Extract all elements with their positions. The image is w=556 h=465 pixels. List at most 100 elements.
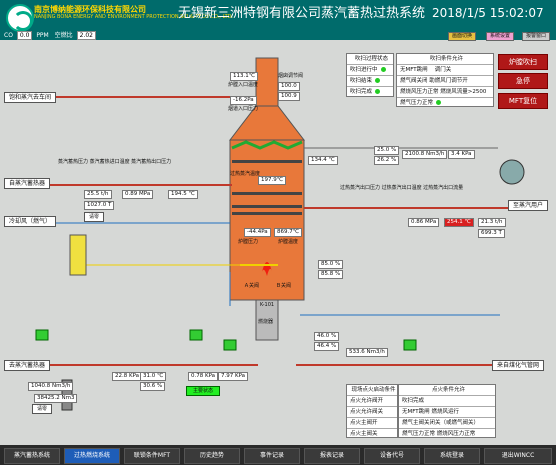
system-settings-button[interactable]: 系统设置 xyxy=(486,32,515,41)
nav-superheat-combustion[interactable]: 过热燃烧系统 xyxy=(64,448,120,464)
gas-pressure-3: 7.97 KPa xyxy=(218,372,249,381)
tower-temp1-value: 113.1 xyxy=(233,73,249,79)
gas-pressure-2-unit: KPa xyxy=(205,373,216,379)
company-name-cn: 南京博纳能源环保科技有限公司 xyxy=(34,5,146,14)
flue-temp: 134.4 ℃ xyxy=(308,156,338,165)
screen-switch-button[interactable]: 画面切换 xyxy=(448,32,477,41)
purge-button[interactable]: 炉膛吹扫 xyxy=(498,54,548,70)
label-sat-steam: 自蒸汽蓄热器 xyxy=(4,178,51,189)
fan-icon xyxy=(499,159,525,185)
burner-b-label: Ｂ关阀 xyxy=(276,283,292,289)
permit-text-2: 调门关 xyxy=(434,67,452,73)
fan-damper-2: 85.8 % xyxy=(318,270,344,279)
ignition-start-row: 点火允许阀开 xyxy=(347,395,397,406)
emergency-stop-button[interactable]: 急停 xyxy=(498,73,548,89)
pressure-1-value: 0.89 xyxy=(125,191,138,197)
permit-text: 无MFT跳闸 xyxy=(400,67,428,73)
tower-temp2-unit: Pa xyxy=(247,97,254,103)
flow-1: 25.5 t/h xyxy=(84,190,112,199)
gas-temp-1-value: 31.0 xyxy=(143,373,156,379)
purge-status-title: 吹扫过程状态 xyxy=(354,56,388,62)
damper-1-value: 25.0 xyxy=(377,147,390,153)
flow-1-value: 25.5 xyxy=(87,191,100,197)
ign-text: 燃气主阀关闭关（或燃气阀关） xyxy=(402,420,480,426)
chimney-valve-label: 烟囱调节阀 xyxy=(278,73,304,79)
air-damper-2-unit: % xyxy=(331,343,337,349)
reset-button-1[interactable]: 请零 xyxy=(84,212,105,222)
company-name-en: NANJING BONA ENERGY AND ENVIRONMENT PROT… xyxy=(34,14,234,20)
purge-permit-row: 燃气压力正常 xyxy=(397,97,493,108)
purge-permit-row: 燃气阀关闭 助燃风门调节开 xyxy=(397,75,493,86)
temp-1: 194.5 ℃ xyxy=(168,190,198,199)
permit-text-2: 助燃风门调节开 xyxy=(429,78,468,84)
superheat-temp-unit: ℃ xyxy=(276,177,283,183)
status-led-icon xyxy=(375,89,381,94)
fan-damper-1: 85.0 % xyxy=(318,260,344,269)
k101-label: 燃烧器 xyxy=(258,319,274,325)
ignition-start-title: 现场点火启动条件 xyxy=(351,387,396,393)
water-tank xyxy=(69,234,87,276)
coil-top xyxy=(231,140,303,150)
label-superheat: 去蒸汽蓄热器 xyxy=(4,360,51,371)
gas-pressure: 3.4 KPa xyxy=(448,150,475,159)
coil-band-3 xyxy=(232,205,302,208)
purge-permit-panel: 吹扫条件允许 无MFT跳闸 调门关 燃气阀关闭 助燃风门调节开 燃烧风压力正常 … xyxy=(396,53,494,107)
nav-login[interactable]: 系统登录 xyxy=(424,448,480,464)
alarm-window-button[interactable]: 报警窗口 xyxy=(522,32,551,41)
gas-flow-value: 2100.8 xyxy=(405,151,425,157)
coil-band-2 xyxy=(232,192,302,195)
permit-text: 燃烧风压力正常 xyxy=(400,89,439,95)
chimney xyxy=(255,57,279,107)
status-led-icon xyxy=(375,78,381,83)
nav-event-log[interactable]: 事件记录 xyxy=(244,448,300,464)
purge-status-row: 吹扫完成 xyxy=(347,86,393,97)
nav-history-trend[interactable]: 历史趋势 xyxy=(184,448,240,464)
valve-icon xyxy=(35,329,49,341)
superheat-temp-value: 197.9℃ xyxy=(258,176,286,185)
flue-temp-value: 134.4 xyxy=(311,157,327,163)
valve-icon xyxy=(403,339,417,351)
label-main-steam: 至蒸汽用户 xyxy=(508,200,549,211)
air-flow: 533.6 Nm3/h xyxy=(346,348,388,357)
steam-valve-row: 蒸汽蓄热压力 蒸汽蓄热进口温度 蒸汽蓄热出口压力 xyxy=(58,159,172,165)
nav-interlock-mft[interactable]: 联锁条件MFT xyxy=(124,448,180,464)
total-1-unit: T xyxy=(108,202,112,208)
tower-temp2: -16.2Pa xyxy=(230,96,257,105)
co-label: CO xyxy=(4,32,13,39)
purge-status-row: 吹扫结束 xyxy=(347,75,393,86)
ignition-start-row: 点火主阀关 xyxy=(347,428,397,439)
label-steam-in: 饱和蒸汽去车间 xyxy=(4,92,57,103)
temp-1-unit: ℃ xyxy=(188,191,195,197)
chimney-v2: 100.9 xyxy=(278,92,300,101)
steam-pressure-unit: MPa xyxy=(425,219,437,225)
steam-flow-unit: t/h xyxy=(495,219,503,225)
air-flow-unit: Nm3/h xyxy=(366,349,385,355)
process-schematic xyxy=(35,57,525,411)
total-1-value: 1027.0 xyxy=(87,202,107,208)
nav-report[interactable]: 报表记录 xyxy=(304,448,360,464)
ignition-permit-row: 无MFT跳闸 燃烧风运行 xyxy=(399,406,495,417)
gas-flow-total-1: 1040.8 Nm3/h xyxy=(28,382,74,391)
total-1: 1027.0 T xyxy=(84,201,115,210)
mft-reset-button[interactable]: MFT复位 xyxy=(498,93,548,109)
gas-flow-unit: Nm3/h xyxy=(426,151,445,157)
ignition-permit-row: 燃气主阀关闭关（或燃气阀关） xyxy=(399,417,495,428)
flue-temp-unit: ℃ xyxy=(328,157,335,163)
main-status-button[interactable]: 主要状态 xyxy=(186,386,220,396)
damper-1: 25.0 % xyxy=(374,146,400,155)
gas-pressure-unit: KPa xyxy=(461,151,472,157)
nav-exit-wincc[interactable]: 退出WINCC xyxy=(484,448,552,464)
fan-damper-1-value: 85.0 xyxy=(321,261,334,267)
reset-button-2[interactable]: 请零 xyxy=(32,404,53,414)
gas-pressure-3-value: 7.97 xyxy=(221,373,234,379)
label-cold-air: 冷却风（燃气） xyxy=(4,216,57,227)
furnace-pressure: -44.4Pa xyxy=(244,228,271,237)
valve-icon xyxy=(223,339,237,351)
nav-steam-storage[interactable]: 蒸汽蓄热系统 xyxy=(4,448,60,464)
valve-icon xyxy=(189,329,203,341)
co-readout: CO 0.0 PPM 空燃比 2.02 xyxy=(4,30,98,40)
gas-pressure-value: 3.4 xyxy=(451,151,460,157)
steam-total-value: 699.3 xyxy=(481,230,497,236)
nav-device-code[interactable]: 设备代号 xyxy=(364,448,420,464)
gas-flow-total-1-unit: Nm3/h xyxy=(52,383,71,389)
